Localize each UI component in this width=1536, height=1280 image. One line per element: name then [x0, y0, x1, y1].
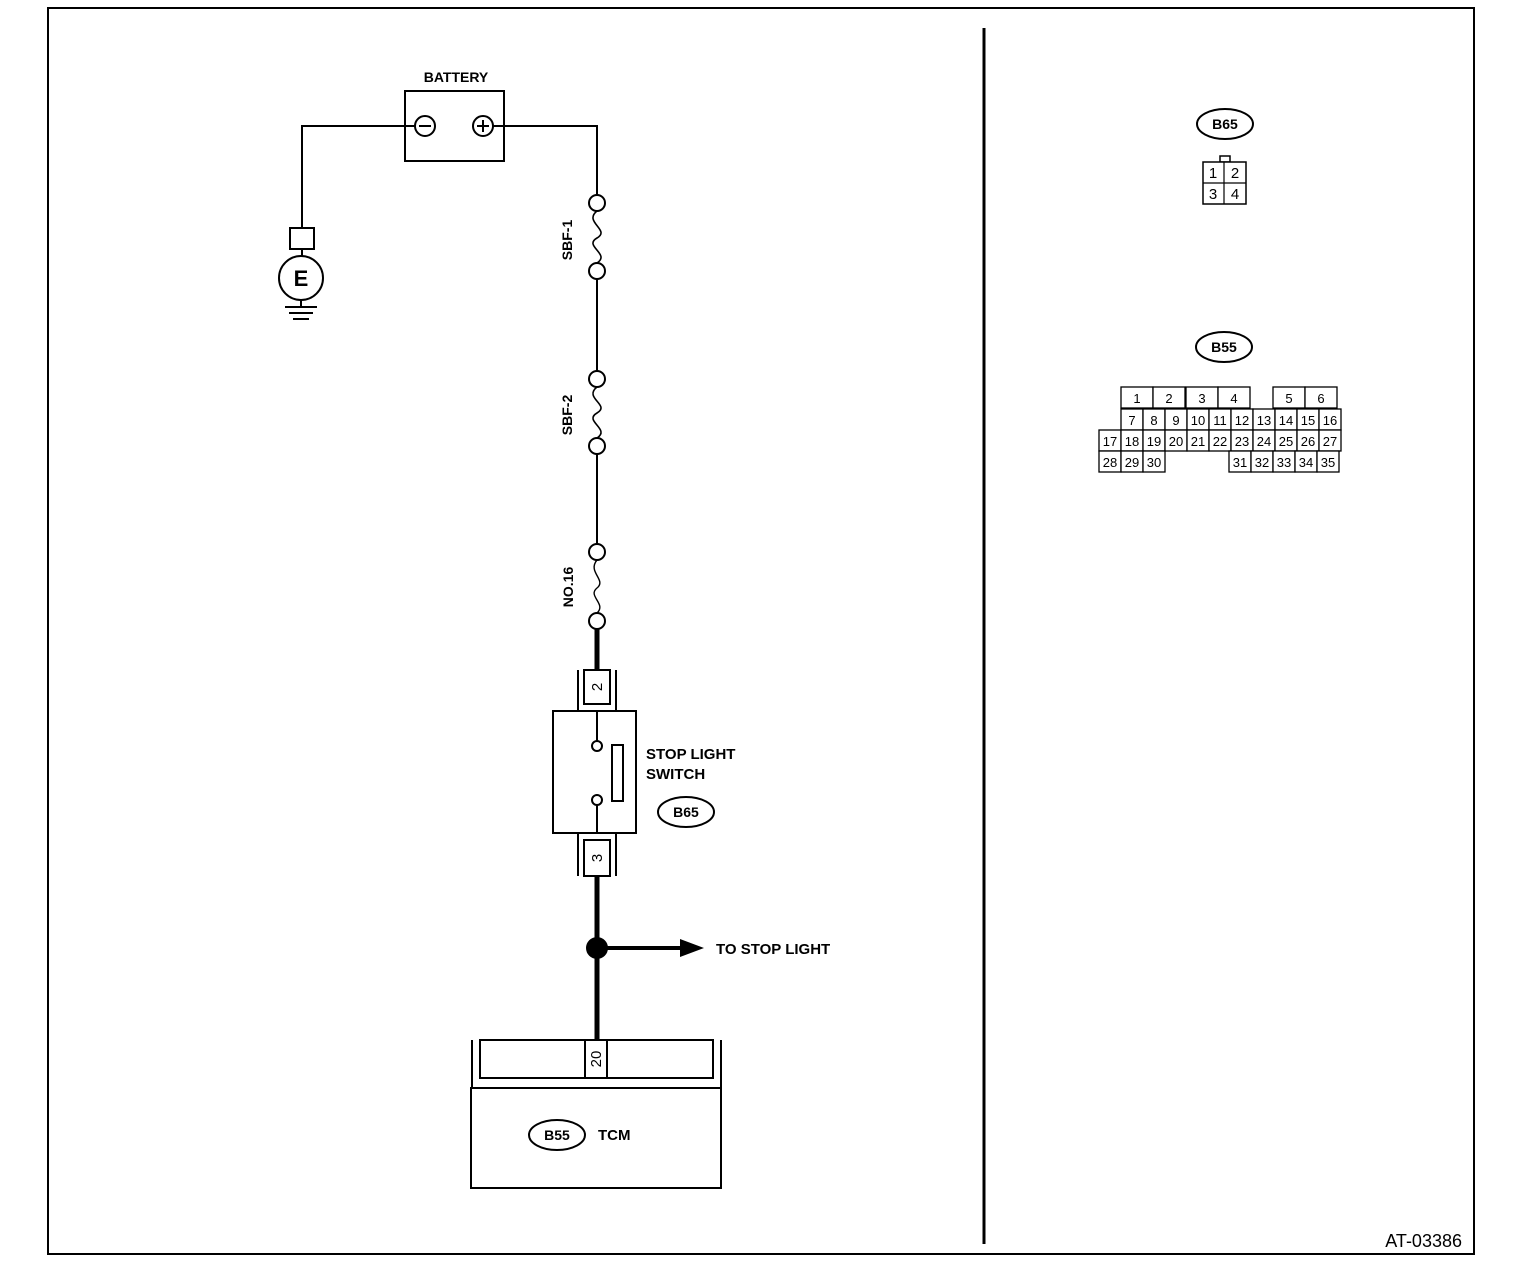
b55-pin: 4	[1230, 391, 1237, 406]
junction: TO STOP LIGHT	[586, 937, 830, 959]
b65-pin: 3	[1209, 186, 1217, 203]
b55-pin: 23	[1235, 434, 1249, 449]
b55-pin-cell	[1304, 386, 1338, 409]
tcm-connector-label: B55	[544, 1127, 570, 1143]
b55-pin-cell	[1152, 386, 1186, 409]
b55-pin: 1	[1133, 391, 1140, 406]
b55-pin: 21	[1191, 434, 1205, 449]
battery-label: BATTERY	[424, 69, 489, 85]
tcm-pin: 20	[588, 1051, 605, 1068]
b65-pin: 2	[1231, 165, 1239, 182]
switch-connector-badge	[657, 796, 715, 828]
fuse-no-16: NO.16	[560, 543, 606, 630]
connector-b65: B65 1 2 3 4	[1196, 108, 1254, 205]
b55-pin: 22	[1213, 434, 1227, 449]
b55-pin: 33	[1277, 455, 1291, 470]
tcm-connector-badge	[528, 1119, 586, 1151]
arrow-right-icon	[680, 939, 704, 957]
b55-pin: 25	[1279, 434, 1293, 449]
b55-pin: 15	[1301, 413, 1315, 428]
ground-label: E	[294, 266, 309, 291]
b55-pin: 7	[1128, 413, 1135, 428]
b65-pin: 4	[1231, 186, 1239, 203]
b55-pin: 20	[1169, 434, 1183, 449]
b55-pin: 12	[1235, 413, 1249, 428]
b55-pin: 6	[1317, 391, 1324, 406]
b55-pin-cell	[1316, 450, 1340, 473]
fuse-sbf-2-label: SBF-2	[559, 395, 575, 436]
diagram-frame	[47, 7, 1475, 1255]
b55-badge	[1195, 331, 1253, 363]
b55-pin: 29	[1125, 455, 1139, 470]
b55-pin: 24	[1257, 434, 1271, 449]
figure-id: AT-03386	[1385, 1231, 1462, 1251]
switch-label-line2: SWITCH	[646, 766, 705, 783]
b55-pin: 28	[1103, 455, 1117, 470]
tcm: 20 B55 TCM	[470, 1039, 722, 1189]
b55-name: B55	[1211, 339, 1237, 355]
b55-pin: 27	[1323, 434, 1337, 449]
junction-label: TO STOP LIGHT	[716, 941, 830, 958]
b55-pin: 13	[1257, 413, 1271, 428]
b65-pin: 1	[1209, 165, 1217, 182]
b55-pin: 26	[1301, 434, 1315, 449]
b55-pin: 30	[1147, 455, 1161, 470]
b55-pin: 11	[1213, 413, 1227, 428]
battery-positive-wire	[493, 125, 598, 195]
switch-pin-bottom: 3	[589, 854, 606, 862]
switch-connector-label: B65	[673, 804, 699, 820]
b55-pin: 35	[1321, 455, 1335, 470]
b65-badge	[1196, 108, 1254, 140]
ground-wire	[301, 125, 415, 228]
fuse-sbf-2: SBF-2	[559, 370, 606, 455]
b65-name: B65	[1212, 116, 1238, 132]
b55-pin: 19	[1147, 434, 1161, 449]
b55-pin: 8	[1150, 413, 1157, 428]
fuse-sbf-1-label: SBF-1	[559, 220, 575, 261]
b55-pin: 10	[1191, 413, 1205, 428]
fuse-sbf-1: SBF-1	[559, 194, 606, 280]
battery: BATTERY	[404, 69, 505, 162]
b55-pin: 32	[1255, 455, 1269, 470]
ground: E	[278, 227, 324, 320]
stop-light-switch: 2 3 STOP LIGHT SWITCH B65	[552, 669, 735, 877]
b55-pin: 16	[1323, 413, 1337, 428]
b55-pin: 2	[1165, 391, 1172, 406]
b55-pin: 31	[1233, 455, 1247, 470]
b55-pin: 3	[1198, 391, 1205, 406]
b55-pin: 14	[1279, 413, 1293, 428]
b55-pin-cell	[1217, 386, 1251, 409]
b55-pin: 5	[1285, 391, 1292, 406]
b55-pin-cell	[1142, 450, 1166, 473]
b55-pin: 9	[1172, 413, 1179, 428]
b55-pin: 34	[1299, 455, 1313, 470]
b55-pin: 17	[1103, 434, 1117, 449]
b55-pin: 18	[1125, 434, 1139, 449]
tcm-label: TCM	[598, 1127, 631, 1144]
fuse-no-16-label: NO.16	[560, 567, 576, 608]
switch-pin-top: 2	[589, 683, 606, 691]
switch-label-line1: STOP LIGHT	[646, 746, 735, 763]
